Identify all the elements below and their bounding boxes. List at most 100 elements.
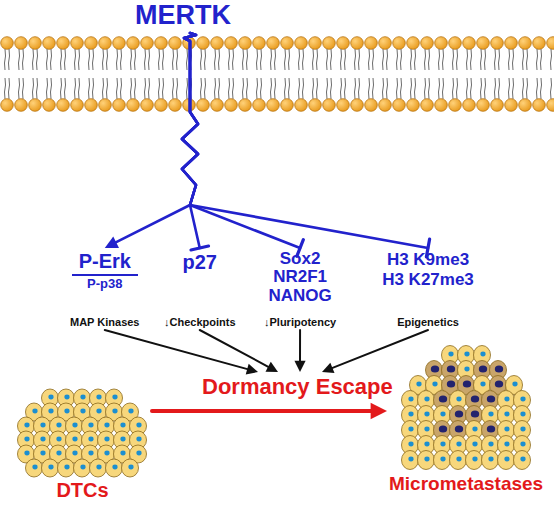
cell-nucleus (136, 423, 141, 428)
connector-line (182, 33, 300, 248)
cell-nucleus (72, 423, 77, 428)
cell-nucleus (479, 365, 487, 372)
cell-nucleus (104, 451, 109, 456)
connector (152, 403, 387, 419)
cell (58, 459, 75, 477)
cell-nucleus (472, 427, 477, 432)
cell-nucleus (456, 442, 461, 447)
cell-nucleus (64, 395, 69, 400)
connector (200, 330, 278, 372)
cell-nucleus (88, 437, 93, 442)
category-label: Epigenetics (397, 316, 459, 328)
cell (498, 451, 515, 470)
connector-line (299, 330, 301, 362)
cell-nucleus (520, 427, 525, 432)
pathway-group: Dormancy Escape (202, 374, 393, 400)
cell-nucleus (408, 457, 413, 462)
cell-nucleus (112, 395, 117, 400)
cell-nucleus (40, 451, 45, 456)
cell-nucleus (495, 380, 503, 387)
cell-nucleus (80, 409, 85, 414)
pathway-group: Sox2 NR2F1 NANOG ↓Pluripotency (264, 250, 336, 328)
cell-nucleus (104, 423, 109, 428)
cell-nucleus (80, 395, 85, 400)
arrow-head (105, 237, 119, 248)
cell-nucleus (480, 352, 485, 357)
cell-nucleus (487, 425, 495, 432)
arrow-head (322, 363, 334, 373)
cell-nucleus (431, 365, 439, 372)
cell-nucleus (48, 409, 53, 414)
cell-nucleus (112, 465, 117, 470)
category-label: ↓Checkpoints (164, 316, 236, 328)
cell-nucleus (488, 442, 493, 447)
cell-nucleus (424, 457, 429, 462)
cell-nucleus (439, 395, 447, 402)
cell-nucleus (408, 427, 413, 432)
cell-nucleus (32, 409, 37, 414)
arrow-head (371, 403, 387, 419)
cell-nucleus (439, 425, 447, 432)
cell-nucleus (128, 465, 133, 470)
cell-nucleus (136, 451, 141, 456)
dtc-cluster (15, 388, 150, 478)
cell (106, 459, 123, 477)
cell-nucleus (432, 382, 437, 387)
node-text: P-Erk (72, 250, 138, 276)
node-text: DTCs (56, 478, 108, 502)
cell-nucleus (471, 410, 479, 417)
cell-nucleus (504, 397, 509, 402)
pathway-group: H3 K9me3 H3 K27me3Epigenetics (378, 250, 478, 328)
cell-nucleus (48, 395, 53, 400)
cell-nucleus (440, 442, 445, 447)
cell-nucleus (487, 395, 495, 402)
cell-nucleus (495, 365, 503, 372)
cell-nucleus (456, 457, 461, 462)
cell (482, 451, 499, 470)
cell-nucleus (464, 367, 469, 372)
pathway-group: P-ErkP-p38MAP Kinases (70, 250, 140, 328)
connector (322, 330, 428, 373)
cell-nucleus (488, 412, 493, 417)
cell (42, 459, 59, 477)
cell-nucleus (504, 442, 509, 447)
cell (450, 451, 467, 470)
cell (402, 451, 419, 470)
membrane-band (0, 36, 554, 112)
cell (466, 451, 483, 470)
cell-nucleus (64, 409, 69, 414)
cell-nucleus (488, 457, 493, 462)
cell-nucleus (24, 423, 29, 428)
cell (122, 459, 139, 477)
cell-nucleus (64, 465, 69, 470)
node-text: Sox2 NR2F1 NANOG (268, 250, 331, 305)
cell-nucleus (455, 425, 463, 432)
cell-nucleus (56, 423, 61, 428)
cell (74, 459, 91, 477)
cell-nucleus (416, 382, 421, 387)
cell-nucleus (72, 437, 77, 442)
cell-nucleus (104, 437, 109, 442)
cell-nucleus (408, 412, 413, 417)
cell-nucleus (424, 427, 429, 432)
node-text: MERTK (135, 0, 231, 31)
cell-nucleus (472, 442, 477, 447)
cell-nucleus (504, 427, 509, 432)
cell-nucleus (88, 451, 93, 456)
connector-line (105, 330, 249, 369)
cell-nucleus (40, 423, 45, 428)
cell-nucleus (464, 352, 469, 357)
cell-nucleus (520, 412, 525, 417)
cell-nucleus (408, 442, 413, 447)
cell-nucleus (463, 380, 471, 387)
cell-nucleus (112, 409, 117, 414)
category-label: ↓Pluripotency (264, 316, 336, 328)
cell-nucleus (424, 442, 429, 447)
cell-nucleus (471, 395, 479, 402)
cell-nucleus (24, 437, 29, 442)
cell-nucleus (48, 465, 53, 470)
pathway-group: p27↓Checkpoints (164, 250, 236, 328)
cell-nucleus (448, 352, 453, 357)
cell-nucleus (512, 382, 517, 387)
connector (105, 330, 258, 374)
